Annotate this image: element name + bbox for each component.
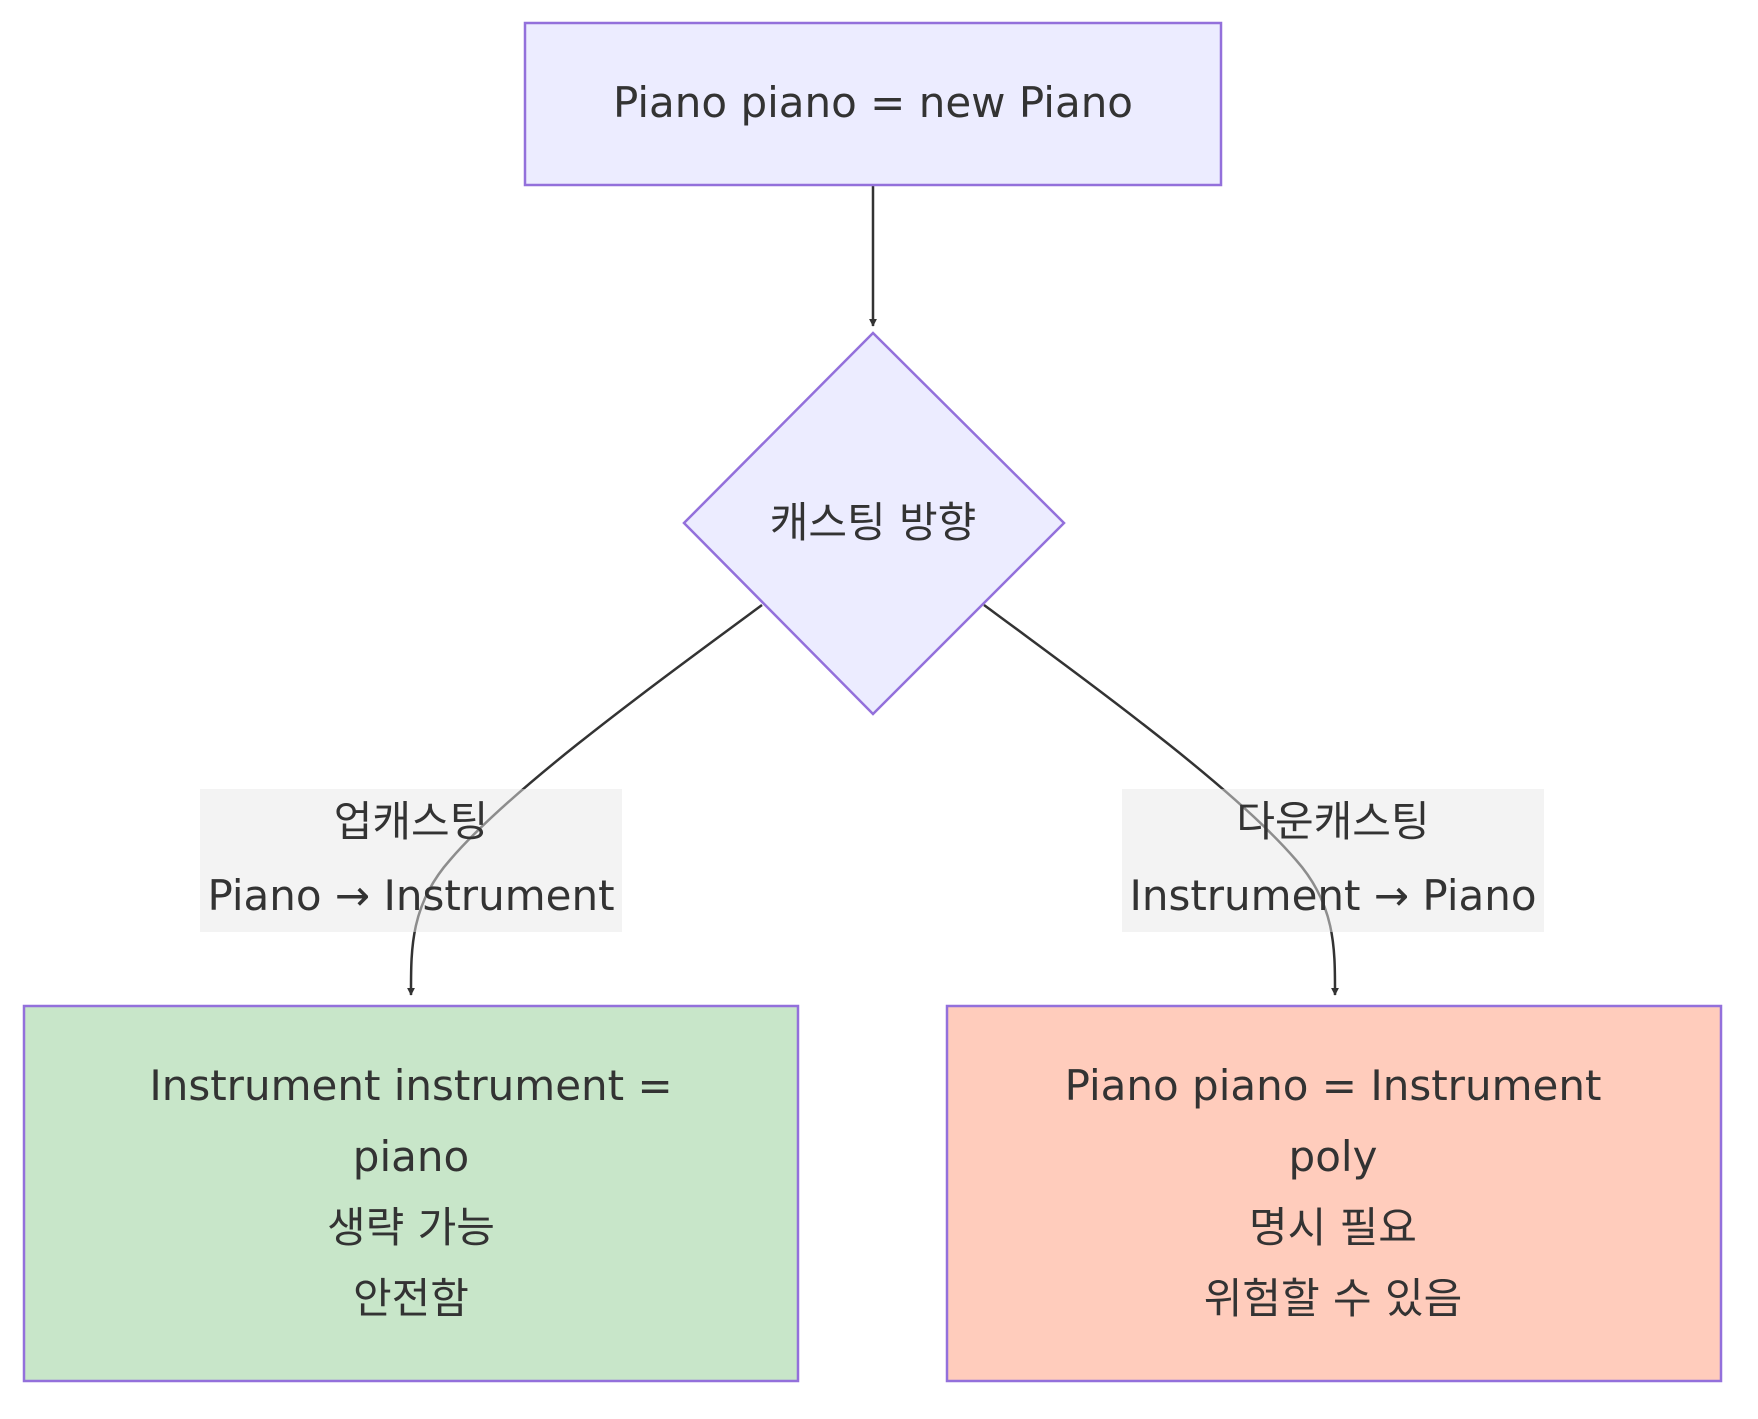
downcast-result-line3: 명시 필요 <box>1249 1203 1417 1252</box>
downcast-result-line4: 위험할 수 있음 <box>1204 1274 1463 1323</box>
downcast-result-line1: Piano piano = Instrument <box>1065 1061 1602 1110</box>
upcast-label-direction: Piano → Instrument <box>207 871 614 920</box>
upcast-result-node: Instrument instrument = piano 생략 가능 안전함 <box>22 1004 800 1383</box>
upcast-result-line3: 생략 가능 <box>327 1203 495 1252</box>
downcast-edge-label: 다운캐스팅 Instrument → Piano <box>1122 789 1544 932</box>
downcast-result-line2: poly <box>1289 1132 1378 1181</box>
upcast-edge-label: 업캐스팅 Piano → Instrument <box>200 789 622 932</box>
decision-node: 캐스팅 방향 <box>682 331 1066 716</box>
downcast-result-node: Piano piano = Instrument poly 명시 필요 위험할 … <box>945 1004 1723 1383</box>
downcast-label-direction: Instrument → Piano <box>1129 871 1536 920</box>
upcast-result-line1: Instrument instrument = <box>149 1061 672 1110</box>
start-node-label: Piano piano = new Piano <box>613 78 1133 127</box>
start-node: Piano piano = new Piano <box>523 21 1223 187</box>
upcast-result-line2: piano <box>353 1132 469 1181</box>
upcast-label-title: 업캐스팅 <box>334 797 489 846</box>
upcast-result-line4: 안전함 <box>353 1274 469 1323</box>
decision-node-label: 캐스팅 방향 <box>770 498 977 547</box>
downcast-label-title: 다운캐스팅 <box>1236 797 1429 846</box>
